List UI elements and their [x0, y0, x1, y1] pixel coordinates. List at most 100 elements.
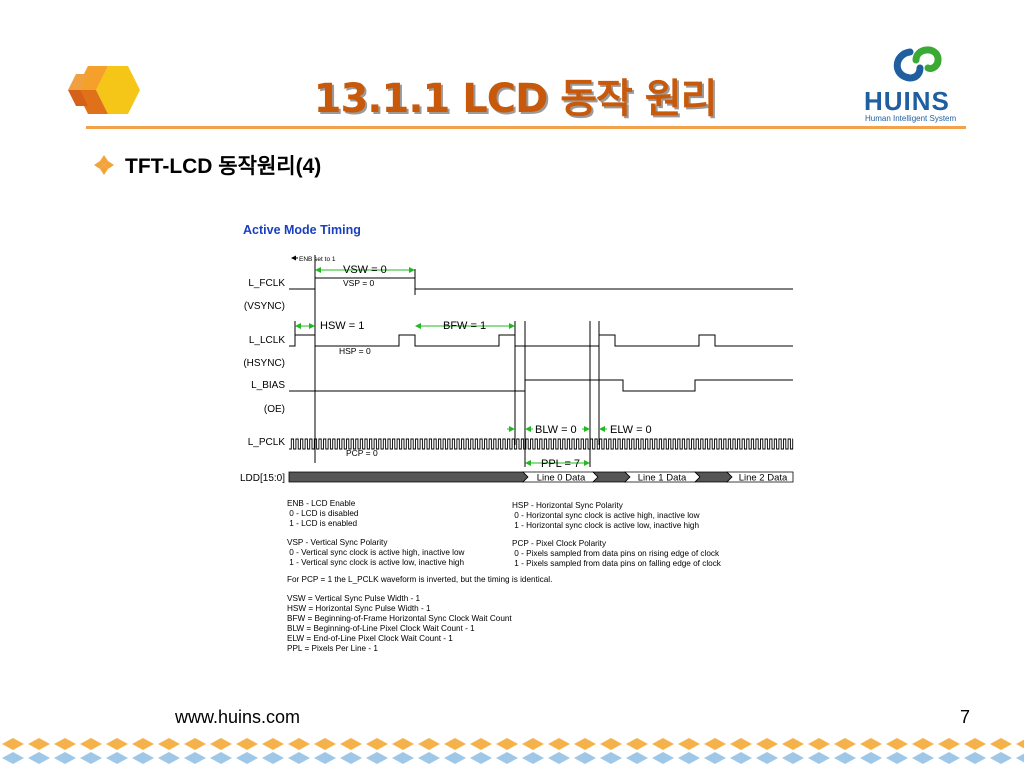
footer-diamond [808, 738, 830, 750]
footer-diamond [652, 738, 674, 750]
footer-diamond [496, 752, 518, 764]
footer-diamond [912, 752, 934, 764]
footer-diamond [340, 738, 362, 750]
footer-diamond [418, 752, 440, 764]
footer-diamond [678, 752, 700, 764]
enb-arrow [291, 255, 298, 261]
definition-line: PPL = Pixels Per Line - 1 [287, 644, 378, 653]
footer-diamond [834, 738, 856, 750]
signal-label: L_PCLK [248, 437, 286, 448]
signal-label: (OE) [264, 404, 285, 415]
note-line: 0 - Pixels sampled from data pins on ris… [512, 549, 720, 558]
brand-logo: HUINS Human Intelligent System [864, 42, 974, 126]
title-divider [86, 126, 966, 129]
footer-diamond [314, 738, 336, 750]
footer-diamond [2, 752, 24, 764]
bullet-item: TFT-LCD 동작원리(4) [93, 150, 321, 180]
pcp-label: PCP = 0 [346, 448, 378, 458]
hsw-arrow [295, 323, 315, 329]
footer-diamond [444, 752, 466, 764]
footer-diamond [28, 738, 50, 750]
footer-diamond [912, 738, 934, 750]
footer-diamond [886, 738, 908, 750]
fclk-waveform [289, 277, 793, 290]
footer-diamond [2, 738, 24, 750]
footer-diamond [652, 752, 674, 764]
footer-diamond [210, 752, 232, 764]
page-number: 7 [959, 707, 970, 727]
footer-diamond [28, 752, 50, 764]
footer-diamond [54, 738, 76, 750]
hexagon-logo-icon [68, 66, 140, 114]
vsw-label: VSW = 0 [343, 264, 387, 276]
ldd-segment-label: Line 1 Data [638, 473, 687, 484]
vsw-arrow [315, 267, 415, 273]
footer-diamond [782, 752, 804, 764]
footer-diamond [860, 738, 882, 750]
note-line: ENB - LCD Enable [287, 499, 356, 508]
footer-diamond [704, 738, 726, 750]
diagram-title: Active Mode Timing [243, 223, 361, 237]
definition-line: ELW = End-of-Line Pixel Clock Wait Count… [287, 634, 453, 643]
note-line: 0 - LCD is disabled [287, 509, 359, 518]
pcp-note: For PCP = 1 the L_PCLK waveform is inver… [287, 575, 552, 584]
note-line: VSP - Vertical Sync Polarity [287, 538, 388, 547]
blw-arrow [507, 426, 533, 432]
footer-diamond [106, 738, 128, 750]
timing-diagram: Active Mode Timing L_FCLK (VSYNC) L_LCLK… [240, 223, 794, 653]
enb-note: ENB set to 1 [299, 256, 336, 263]
footer-diamond [574, 738, 596, 750]
footer-url: www.huins.com [175, 707, 301, 727]
bfw-arrow [415, 323, 515, 329]
footer-diamond [54, 752, 76, 764]
signal-label: (VSYNC) [244, 301, 285, 312]
footer-diamond [964, 738, 986, 750]
footer-diamond [340, 752, 362, 764]
footer-diamond [990, 738, 1012, 750]
footer-diamond [834, 752, 856, 764]
bfw-label: BFW = 1 [443, 320, 486, 332]
brand-tagline: Human Intelligent System [865, 114, 957, 123]
footer-diamond [392, 752, 414, 764]
footer-diamond [418, 738, 440, 750]
signal-label: LDD[15:0] [240, 473, 285, 484]
definition-line: HSW = Horizontal Sync Pulse Width - 1 [287, 604, 431, 613]
elw-label: ELW = 0 [610, 424, 652, 436]
footer-diamond [184, 752, 206, 764]
signal-label: L_FCLK [248, 278, 285, 289]
diamond-pattern-band [2, 738, 1024, 764]
note-line: 1 - LCD is enabled [287, 519, 358, 528]
footer-diamond [548, 752, 570, 764]
ppl-label: PPL = 7 [541, 458, 580, 470]
hsw-label: HSW = 1 [320, 320, 364, 332]
footer-diamond [158, 752, 180, 764]
footer-diamond [756, 738, 778, 750]
note-line: 1 - Horizontal sync clock is active low,… [512, 521, 699, 530]
ldd-bus: Line 0 Data Line 1 Data Line 2 Data [288, 471, 794, 484]
footer-diamond [496, 738, 518, 750]
footer-diamond [444, 738, 466, 750]
footer-diamond [366, 738, 388, 750]
footer-diamond [730, 738, 752, 750]
footer-diamond [704, 752, 726, 764]
footer-diamond [470, 738, 492, 750]
signal-label: L_LCLK [249, 335, 285, 346]
footer-diamond [132, 738, 154, 750]
ldd-segment-label: Line 2 Data [739, 473, 788, 484]
blw-label: BLW = 0 [535, 424, 577, 436]
footer-diamond [236, 738, 258, 750]
note-line: 1 - Vertical sync clock is active low, i… [287, 558, 464, 567]
footer-diamond [80, 738, 102, 750]
footer-diamond [522, 752, 544, 764]
footer-diamond [860, 752, 882, 764]
footer-diamond [262, 752, 284, 764]
footer-diamond [600, 752, 622, 764]
signal-label: (HSYNC) [243, 358, 285, 369]
footer-diamond [548, 738, 570, 750]
footer-diamond [392, 738, 414, 750]
note-line: 0 - Vertical sync clock is active high, … [287, 548, 465, 557]
ldd-segment-label: Line 0 Data [537, 473, 586, 484]
vsp-label: VSP = 0 [343, 278, 375, 288]
footer-diamond [288, 752, 310, 764]
footer-diamond [626, 752, 648, 764]
